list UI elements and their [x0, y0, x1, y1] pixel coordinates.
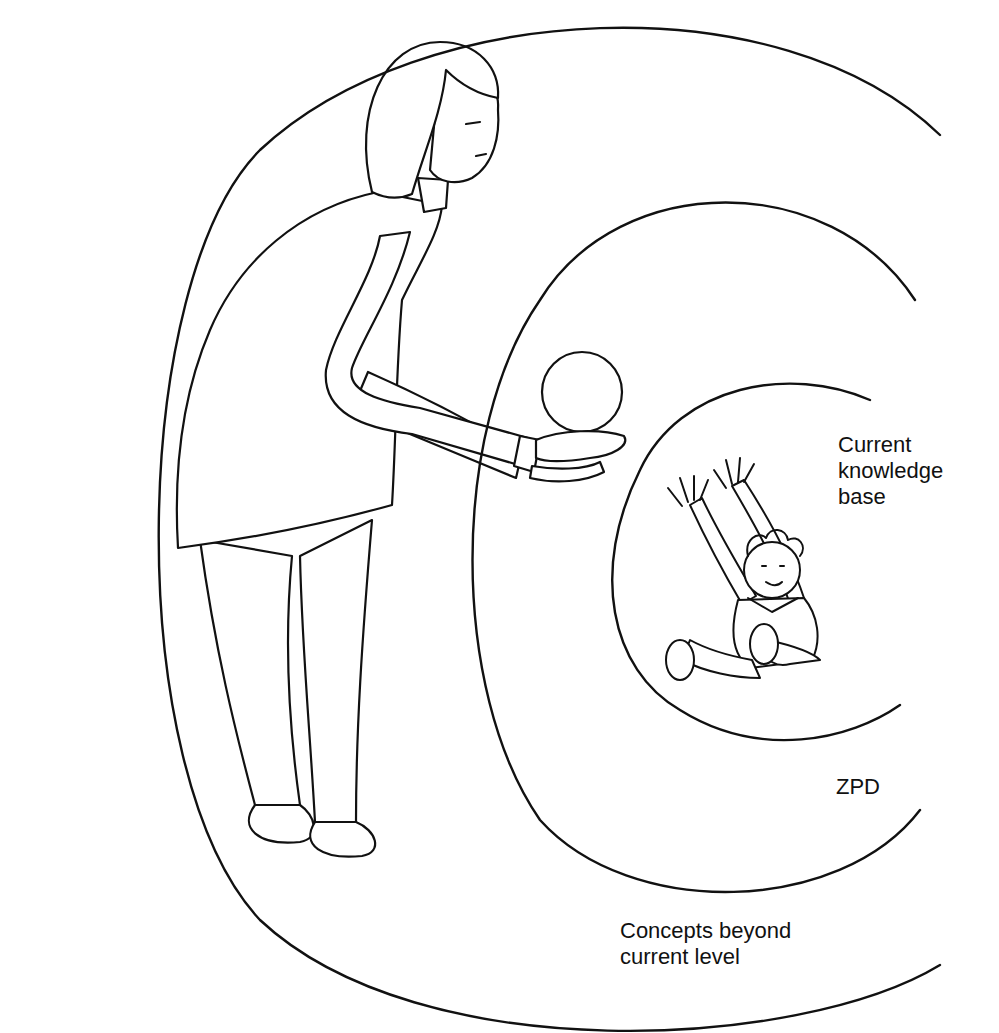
region-label: ZPD — [836, 774, 926, 800]
arc-outline — [580, 350, 975, 750]
region-label: Current knowledge base — [838, 432, 966, 510]
arc-line — [159, 28, 940, 1031]
inner-region: Current knowledge base — [580, 350, 975, 750]
arc-outline — [440, 160, 970, 950]
adult-figure — [177, 42, 540, 857]
child-figure — [666, 458, 820, 680]
ball — [542, 352, 622, 432]
zpd-region: ZPD Current knowledge base — [440, 160, 970, 950]
hands — [530, 431, 625, 481]
outer-region: Concepts beyond current level ZPD Current … — [140, 4, 985, 1030]
region-label: Concepts beyond current level — [620, 918, 825, 970]
arc-outline — [140, 4, 985, 1030]
